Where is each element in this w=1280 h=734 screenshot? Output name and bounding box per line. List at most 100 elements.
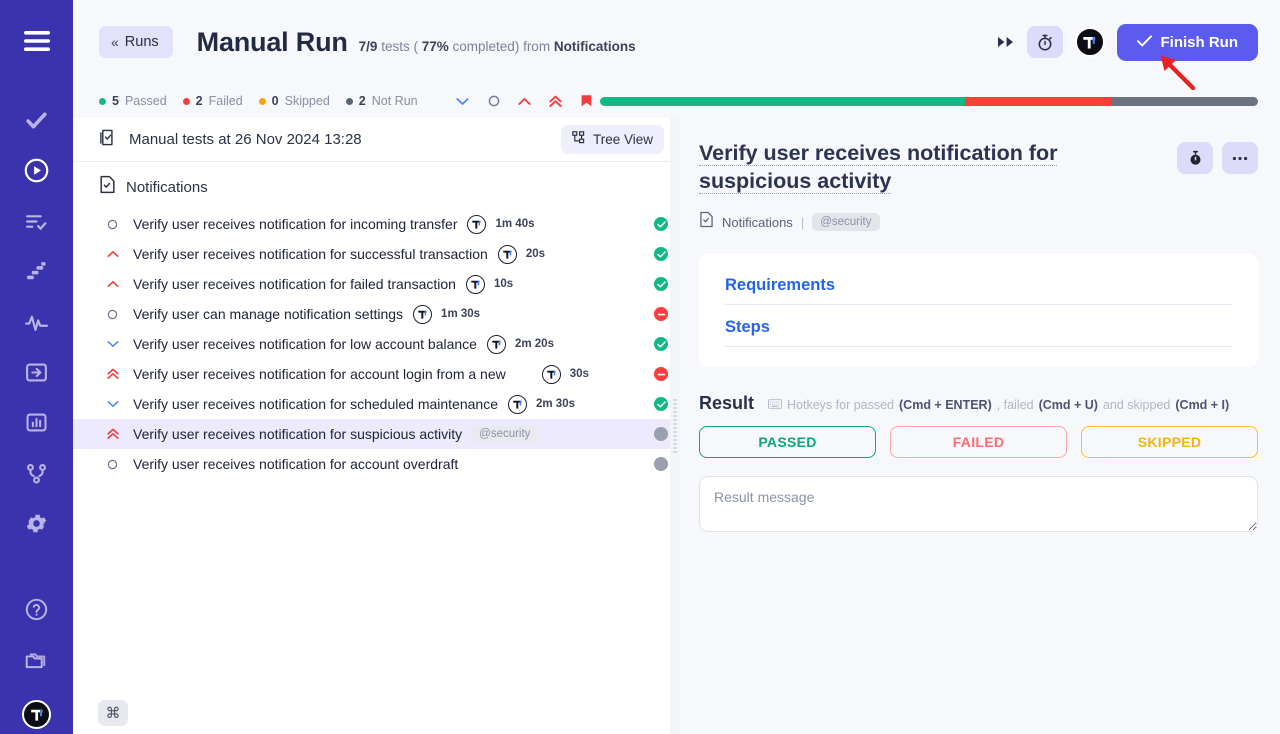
more-options-button[interactable] — [1222, 142, 1258, 174]
main-area: « Runs Manual Run 7/9 tests ( 77% comple… — [73, 0, 1280, 734]
tree-view-button[interactable]: Tree View — [560, 125, 664, 154]
status-dot-notrun — [345, 97, 353, 105]
assignee-avatar — [497, 244, 517, 264]
table-row[interactable]: Verify user receives notification for ac… — [73, 449, 680, 479]
skipped-button[interactable]: SKIPPED — [1081, 426, 1258, 459]
result-message-input[interactable] — [699, 476, 1258, 533]
progress-segment-passed — [600, 96, 966, 106]
priority-high-icon — [107, 280, 133, 288]
table-row[interactable]: Verify user receives notification for in… — [73, 209, 680, 239]
activity-icon[interactable] — [17, 303, 57, 341]
command-key-badge[interactable]: ⌘ — [98, 700, 128, 726]
result-header: Result Hotkeys for passed (Cmd + ENTER) … — [699, 393, 1258, 414]
list-check-icon[interactable] — [17, 202, 57, 240]
finish-run-label: Finish Run — [1160, 33, 1239, 51]
table-row[interactable]: Verify user receives notification for sc… — [73, 389, 680, 419]
failed-button[interactable]: FAILED — [890, 426, 1067, 459]
play-circle-icon[interactable] — [17, 152, 57, 190]
status-count-notrun: 2 Not Run — [345, 94, 418, 108]
test-name: Verify user receives notification for ac… — [133, 366, 506, 382]
section-link-requirements[interactable]: Requirements — [725, 276, 1232, 306]
assignee-avatar — [465, 274, 485, 294]
timer-button[interactable] — [1026, 26, 1063, 58]
status-badge-notrun — [654, 427, 668, 441]
folder-icon[interactable] — [17, 641, 57, 679]
check-icon[interactable] — [17, 101, 57, 139]
test-list-panel: Manual tests at 26 Nov 2024 13:28 Tree V… — [73, 118, 680, 734]
test-name: Verify user receives notification for lo… — [133, 336, 477, 352]
file-check-icon — [699, 211, 714, 233]
priority-low-icon[interactable] — [456, 94, 470, 108]
header-actions: Finish Run — [997, 23, 1258, 61]
status-skipped-label: Skipped — [284, 94, 330, 108]
table-row[interactable]: Verify user receives notification for fa… — [73, 269, 680, 299]
priority-medium-icon — [107, 219, 133, 230]
back-to-runs-button[interactable]: « Runs — [99, 26, 173, 58]
git-branch-icon[interactable] — [17, 454, 57, 492]
status-badge-passed — [654, 397, 668, 411]
priority-highest-icon — [107, 428, 133, 440]
test-group-row[interactable]: Notifications — [73, 162, 680, 209]
assignee-avatar — [413, 304, 433, 324]
page-title: Manual Run — [196, 26, 348, 57]
table-row[interactable]: Verify user can manage notification sett… — [73, 299, 680, 329]
steps-icon[interactable] — [17, 253, 57, 291]
section-link-steps[interactable]: Steps — [725, 318, 1232, 348]
test-detail-panel: Verify user receives notification for su… — [680, 118, 1280, 734]
detail-title-row: Verify user receives notification for su… — [699, 140, 1258, 195]
breadcrumb-tag[interactable]: @security — [812, 213, 880, 232]
status-badge-passed — [654, 277, 668, 291]
priority-low-icon — [107, 400, 133, 408]
hotkeys-prefix: Hotkeys for passed — [787, 398, 895, 413]
table-row[interactable]: Verify user receives notification for ac… — [73, 359, 680, 389]
sidebar-nav — [0, 0, 73, 734]
passed-button[interactable]: PASSED — [699, 426, 876, 459]
hotkey-skipped: (Cmd + I) — [1175, 398, 1230, 413]
test-name: Verify user receives notification for su… — [133, 426, 463, 442]
test-rows: Verify user receives notification for in… — [73, 209, 680, 479]
breadcrumb-suite[interactable]: Notifications — [722, 214, 793, 230]
detail-title-actions — [1177, 140, 1258, 174]
status-passed-label: Passed — [124, 94, 167, 108]
status-failed-value: 2 — [195, 94, 203, 108]
assignee-avatar — [541, 364, 561, 384]
priority-high-icon[interactable] — [518, 94, 532, 108]
finish-run-button[interactable]: Finish Run — [1116, 23, 1258, 61]
detail-title[interactable]: Verify user receives notification for su… — [699, 141, 1058, 194]
splitter-grip-icon — [673, 399, 677, 453]
panel-splitter[interactable] — [670, 118, 680, 734]
priority-low-icon — [107, 340, 133, 348]
priority-flag-icon[interactable] — [580, 94, 594, 108]
keyboard-icon — [768, 398, 782, 412]
status-skipped-value: 0 — [271, 94, 279, 108]
run-source-name: Notifications — [553, 38, 636, 54]
duration: 2m 20s — [514, 338, 554, 350]
import-icon[interactable] — [17, 353, 57, 391]
assignee-avatar — [467, 214, 487, 234]
help-circle-icon[interactable] — [17, 590, 57, 628]
table-row[interactable]: Verify user receives notification for su… — [73, 239, 680, 269]
menu-icon[interactable] — [17, 22, 57, 60]
priority-medium-icon[interactable] — [487, 94, 501, 108]
test-name: Verify user receives notification for in… — [133, 216, 458, 232]
run-progress-count: 7/9 — [358, 38, 378, 54]
stopwatch-button[interactable] — [1177, 142, 1213, 174]
priority-highest-icon[interactable] — [549, 94, 563, 108]
status-count-passed: 5 Passed — [99, 94, 167, 108]
test-list-header: Manual tests at 26 Nov 2024 13:28 Tree V… — [73, 118, 680, 162]
table-row-selected[interactable]: Verify user receives notification for su… — [73, 419, 680, 449]
duration: 1m 30s — [441, 308, 481, 320]
hotkeys-mid: , failed — [996, 398, 1034, 413]
table-row[interactable]: Verify user receives notification for lo… — [73, 329, 680, 359]
content-split: Manual tests at 26 Nov 2024 13:28 Tree V… — [73, 118, 1280, 734]
user-avatar-top[interactable] — [1074, 27, 1105, 57]
fast-forward-icon[interactable] — [997, 36, 1015, 48]
priority-filter-group — [456, 94, 594, 108]
status-badge-passed — [654, 337, 668, 351]
duration: 20s — [525, 248, 546, 260]
gear-icon[interactable] — [17, 505, 57, 543]
user-avatar[interactable] — [17, 696, 57, 734]
bar-chart-icon[interactable] — [17, 404, 57, 442]
test-name: Verify user receives notification for ac… — [133, 456, 459, 472]
